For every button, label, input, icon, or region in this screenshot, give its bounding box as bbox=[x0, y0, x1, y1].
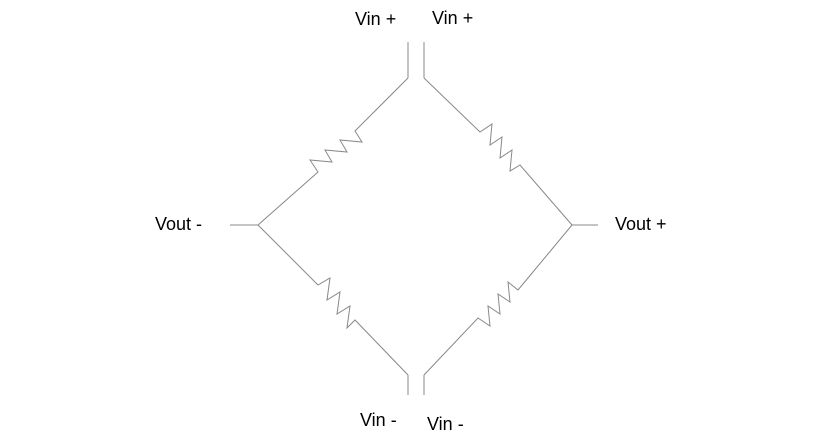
vout-minus-label: Vout - bbox=[155, 214, 202, 234]
vin-plus-right-label: Vin + bbox=[432, 8, 473, 28]
resistor-bottom-left bbox=[257, 224, 409, 376]
resistor-bottom-right bbox=[423, 224, 573, 376]
resistor-top-right bbox=[423, 77, 573, 226]
vin-plus-left-label: Vin + bbox=[355, 9, 396, 29]
resistor-top-left bbox=[257, 77, 409, 226]
vin-minus-right-label: Vin - bbox=[427, 414, 464, 434]
vout-plus-label: Vout + bbox=[615, 214, 667, 234]
vin-minus-left-label: Vin - bbox=[360, 410, 397, 430]
